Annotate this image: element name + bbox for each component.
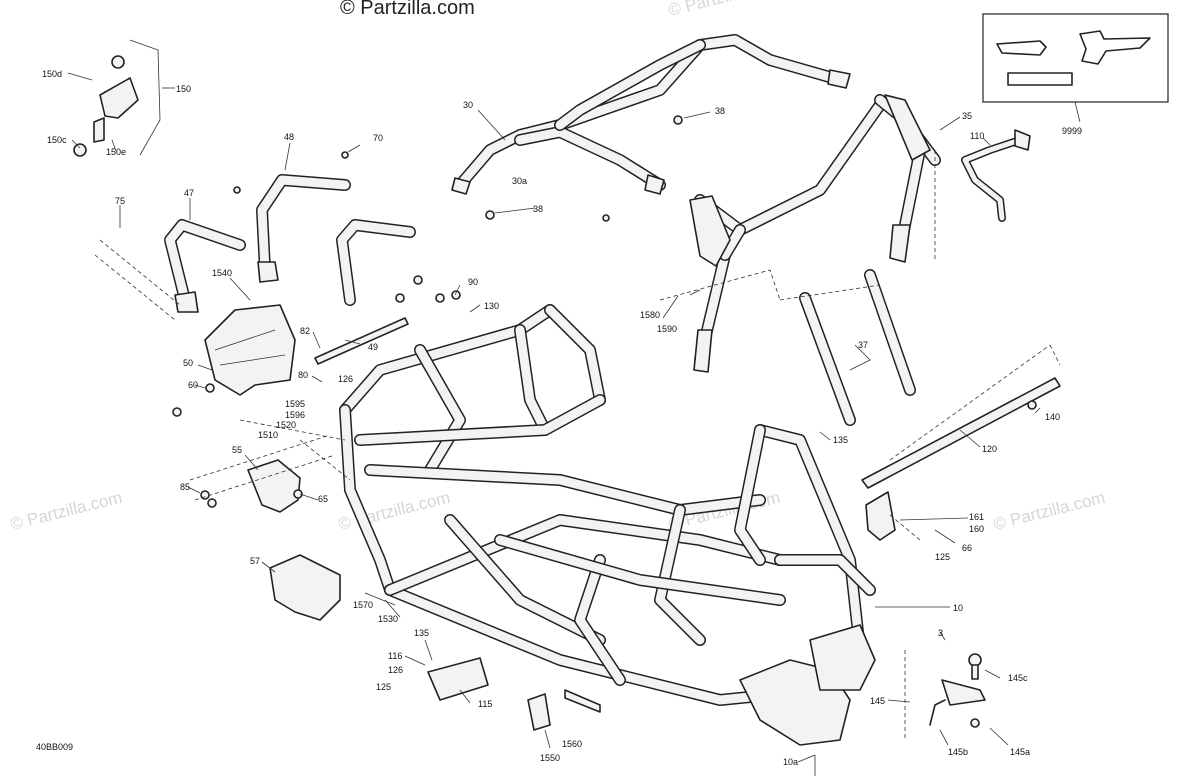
callout[interactable]: 110 [970, 131, 984, 141]
callout[interactable]: 115 [478, 699, 492, 709]
callout[interactable]: 126 [338, 374, 353, 384]
callout[interactable]: 1580 [640, 310, 660, 320]
front-grab-bars[interactable] [164, 174, 416, 313]
callout[interactable]: 75 [115, 196, 125, 206]
callout[interactable]: 1560 [562, 739, 582, 749]
callout-labels: 150d 150 150c 150e 48 70 47 75 1540 90 1… [36, 69, 1060, 767]
callout[interactable]: 150d [42, 69, 62, 79]
callout[interactable]: 60 [188, 380, 198, 390]
callout[interactable]: 90 [468, 277, 478, 287]
callout[interactable]: 70 [373, 133, 383, 143]
callout[interactable]: 30 [463, 100, 473, 110]
callout[interactable]: 50 [183, 358, 193, 368]
callout[interactable]: 38 [715, 106, 725, 116]
callout[interactable]: 55 [232, 445, 242, 455]
callout[interactable]: 161 [969, 512, 984, 522]
callout[interactable]: 1596 [285, 410, 305, 420]
callout[interactable]: 145c [1008, 673, 1028, 683]
callout[interactable]: 1510 [258, 430, 278, 440]
callout[interactable]: 120 [982, 444, 997, 454]
rops-rear-supports[interactable] [799, 269, 916, 426]
callout[interactable]: 135 [833, 435, 848, 445]
callout-9999[interactable]: 9999 [1062, 126, 1082, 136]
callout[interactable]: 1520 [276, 420, 296, 430]
callout[interactable]: 65 [318, 494, 328, 504]
small-parts[interactable] [172, 115, 1037, 731]
callout[interactable]: 145a [1010, 747, 1030, 757]
decal-inset[interactable]: 9999 [982, 13, 1169, 136]
callout[interactable]: 1590 [657, 324, 677, 334]
callout[interactable]: 145 [870, 696, 885, 706]
callout[interactable]: 1540 [212, 268, 232, 278]
callout[interactable]: 30a [512, 176, 527, 186]
assembly-guides [94, 150, 1061, 740]
callout[interactable]: 1595 [285, 399, 305, 409]
callout[interactable]: 125 [376, 682, 391, 692]
callout[interactable]: 130 [484, 301, 499, 311]
callout[interactable]: 48 [284, 132, 294, 142]
callout[interactable]: 35 [962, 111, 972, 121]
callout[interactable]: 150c [47, 135, 67, 145]
watermark-right: © Partzilla.com [991, 488, 1107, 534]
bracket-50[interactable] [204, 304, 296, 396]
grab-handle[interactable] [961, 129, 1031, 222]
callout[interactable]: 57 [250, 556, 260, 566]
callout[interactable]: 1530 [378, 614, 398, 624]
callout[interactable]: 150e [106, 147, 126, 157]
bracket-55[interactable] [247, 459, 301, 513]
callout[interactable]: 82 [300, 326, 310, 336]
callout[interactable]: 125 [935, 552, 950, 562]
callout[interactable]: 85 [180, 482, 190, 492]
rops-roof-frame[interactable] [451, 34, 941, 373]
callout[interactable]: 1550 [540, 753, 560, 763]
callout[interactable]: 80 [298, 370, 308, 380]
bracket-150[interactable] [73, 55, 139, 157]
callout[interactable]: 140 [1045, 412, 1060, 422]
callout[interactable]: 37 [858, 340, 868, 350]
callout[interactable]: 116 [388, 651, 402, 661]
callout[interactable]: 47 [184, 188, 194, 198]
watermark-left: © Partzilla.com [8, 488, 124, 534]
main-frame[interactable] [339, 304, 876, 746]
callout[interactable]: 10 [953, 603, 963, 613]
callout[interactable]: 66 [962, 543, 972, 553]
callout[interactable]: 135 [414, 628, 429, 638]
callout[interactable]: 10a [783, 757, 798, 767]
bars-49-120[interactable] [314, 317, 1061, 489]
callout[interactable]: 150 [176, 84, 191, 94]
callout[interactable]: 160 [969, 524, 984, 534]
bracket-57[interactable] [269, 554, 341, 621]
callout[interactable]: 3 [938, 628, 943, 638]
callout[interactable]: 1570 [353, 600, 373, 610]
leader-lines [67, 39, 1041, 776]
watermark-top: © Partzilla.com [340, 0, 475, 19]
callout[interactable]: 145b [948, 747, 968, 757]
callout[interactable]: 49 [368, 342, 378, 352]
callout[interactable]: 126 [388, 665, 403, 675]
diagram-code: 40BB009 [36, 742, 73, 752]
callout[interactable]: 38 [533, 204, 543, 214]
watermark-center: © Partzilla.com [666, 0, 782, 20]
